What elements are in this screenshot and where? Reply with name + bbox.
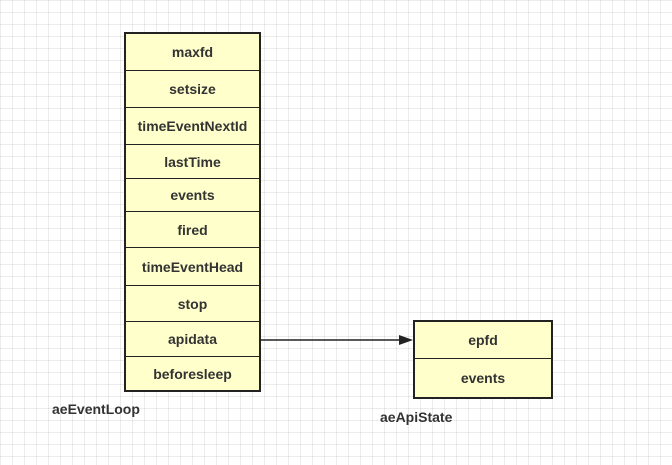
- field-apidata: apidata: [126, 322, 259, 357]
- field-fired: fired: [126, 212, 259, 248]
- field-stop: stop: [126, 286, 259, 322]
- field-beforesleep: beforesleep: [153, 365, 232, 382]
- field-api-events: events: [460, 370, 506, 386]
- field-time-event-head: timeEventHead: [126, 248, 259, 286]
- field-setsize: setsize: [126, 71, 259, 108]
- field-last-time: lastTime: [126, 145, 259, 179]
- ae-event-loop-caption: aeEventLoop: [52, 401, 140, 417]
- field-epfd: epfd: [415, 322, 551, 359]
- field-maxfd: maxfd: [126, 34, 259, 71]
- ae-api-state-struct: epfd events: [413, 320, 553, 399]
- field-events: events: [126, 179, 259, 212]
- ae-api-state-caption: aeApiState: [380, 409, 453, 425]
- arrow-head: [399, 335, 413, 345]
- ae-event-loop-struct: maxfd setsize timeEventNextId lastTime e…: [124, 32, 261, 392]
- field-time-event-next-id: timeEventNextId: [126, 108, 259, 145]
